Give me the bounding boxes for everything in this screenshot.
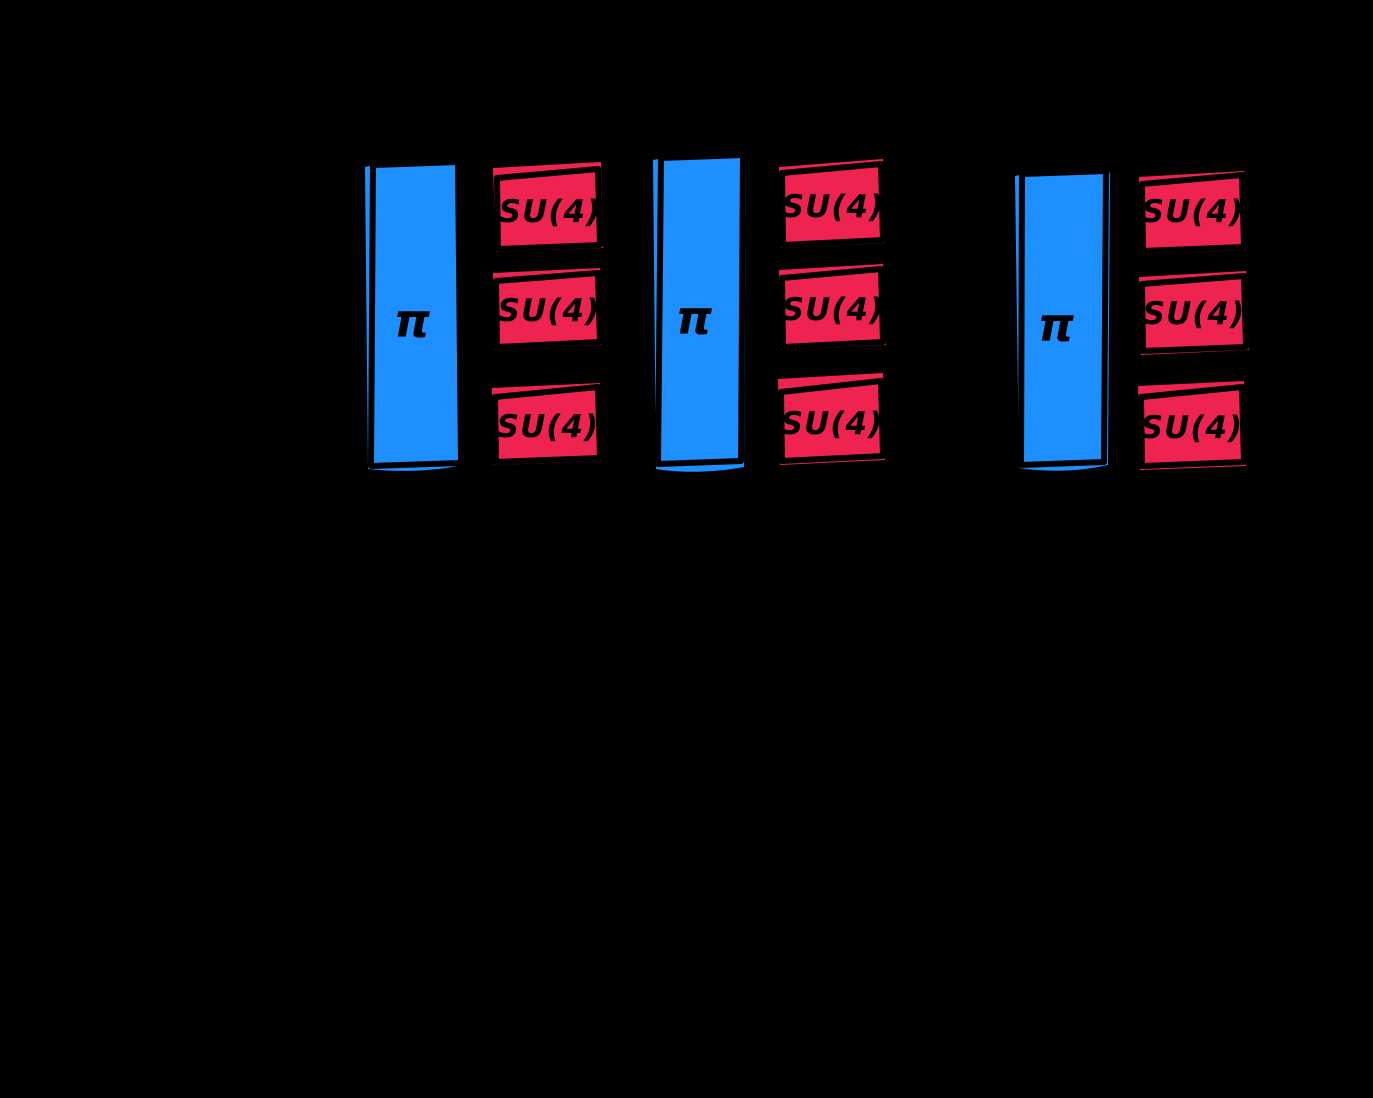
su4-gate-label: SU(4): [1143, 296, 1245, 332]
su4-gate-outline: [1139, 172, 1247, 254]
su4-gate-fill: [1138, 381, 1246, 470]
su4-gate-fill: [779, 159, 885, 248]
su4-gate-fill: [1139, 171, 1246, 254]
pi-gate-outline: [1018, 168, 1109, 468]
su4-gate-outline: [493, 270, 603, 350]
su4-gate-label: SU(4): [499, 194, 601, 230]
pi-gate-fill: [365, 161, 463, 471]
su4-gate-label: SU(4): [497, 409, 599, 445]
pi-gate-label: π: [676, 291, 713, 345]
su4-gate-outline: [778, 378, 886, 464]
layer-group-2: π SU(4) SU(4) SU(4): [653, 152, 886, 472]
pi-gate-label: π: [1038, 298, 1075, 352]
su4-gate-label: SU(4): [782, 189, 884, 225]
su4-gate-label: SU(4): [1141, 410, 1243, 446]
su4-gate-outline: [1138, 384, 1247, 469]
su4-gate-label: SU(4): [781, 406, 883, 442]
su4-gate-label: SU(4): [782, 292, 884, 328]
pi-gate-outline: [368, 159, 464, 469]
su4-gate-outline: [494, 166, 603, 252]
layer-group-1: π SU(4) SU(4) SU(4): [365, 159, 603, 471]
su4-gate-fill: [492, 383, 602, 465]
pi-gate-outline: [655, 152, 746, 467]
layer-group-3: π SU(4) SU(4) SU(4): [1015, 168, 1249, 471]
su4-gate-fill: [493, 268, 602, 350]
su4-gate-label: SU(4): [1142, 194, 1244, 230]
su4-gate-outline: [779, 266, 886, 350]
su4-gate-outline: [779, 161, 886, 248]
su4-gate-fill: [493, 162, 603, 252]
su4-gate-outline: [1139, 273, 1249, 354]
pi-gate-fill: [653, 154, 746, 472]
su4-gate-outline: [492, 384, 603, 465]
pi-gate-label: π: [394, 294, 431, 348]
su4-gate-fill: [779, 264, 886, 350]
su4-gate-fill: [778, 373, 885, 465]
su4-gate-label: SU(4): [498, 293, 600, 329]
pi-gate-fill: [1015, 170, 1110, 471]
su4-gate-fill: [1139, 271, 1249, 355]
